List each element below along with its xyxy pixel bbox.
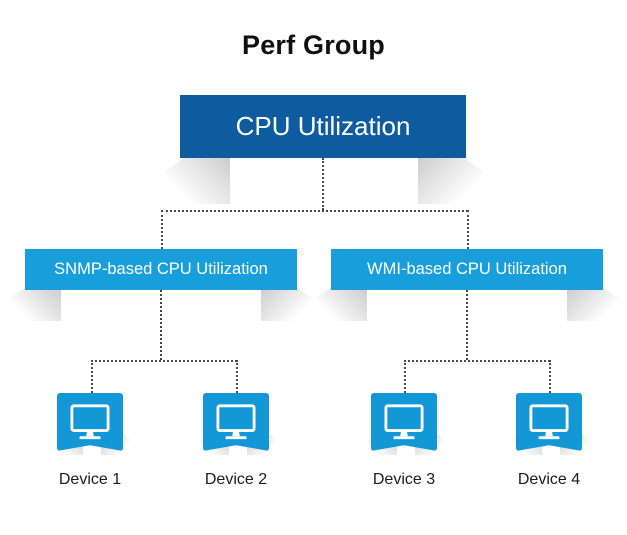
connector-wmi-stub — [466, 290, 468, 360]
connector-to-device-1 — [91, 360, 93, 393]
connector-snmp-stub — [160, 290, 162, 360]
device-label-4: Device 4 — [517, 471, 581, 488]
node-cpu-utilization-label: CPU Utilization — [235, 111, 411, 141]
device-label-3: Device 3 — [372, 471, 436, 488]
diagram-title: Perf Group — [241, 30, 385, 60]
connector-to-device-2 — [236, 360, 238, 393]
monitor-icon — [216, 404, 256, 440]
node-snmp-group: SNMP-based CPU Utilization — [25, 249, 297, 290]
node-snmp-group-label: SNMP-based CPU Utilization — [54, 260, 268, 278]
node-wmi-group: WMI-based CPU Utilization — [331, 249, 603, 290]
device-label-1: Device 1 — [58, 471, 122, 488]
node-wmi-group-label: WMI-based CPU Utilization — [367, 260, 567, 278]
connector-top-rail — [161, 210, 468, 212]
connector-to-device-3 — [404, 360, 406, 393]
monitor-icon — [70, 404, 110, 440]
monitor-icon — [384, 404, 424, 440]
node-cpu-utilization: CPU Utilization — [180, 95, 466, 158]
monitor-icon — [529, 404, 569, 440]
device-icon-2 — [203, 393, 269, 451]
connector-root-stub — [322, 158, 324, 210]
connector-to-snmp — [161, 210, 163, 249]
device-label-2: Device 2 — [204, 471, 268, 488]
device-icon-4 — [516, 393, 582, 451]
connector-snmp-rail — [91, 360, 237, 362]
device-icon-1 — [57, 393, 123, 451]
connector-to-wmi — [467, 210, 469, 249]
connector-wmi-rail — [404, 360, 550, 362]
connector-to-device-4 — [549, 360, 551, 393]
device-icon-3 — [371, 393, 437, 451]
